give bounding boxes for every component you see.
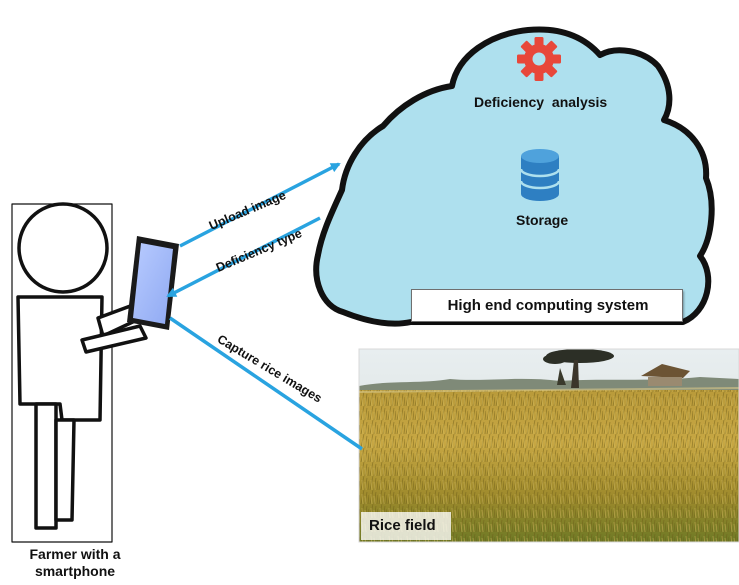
arrow-capture	[169, 316, 363, 451]
deficiency-analysis-label: Deficiency analysis	[474, 94, 608, 110]
arrow-deficiency-type	[166, 216, 321, 298]
farmer-label: Farmer with a smartphone	[29, 546, 121, 579]
rice-field-caption-box: Rice field	[361, 512, 451, 540]
arrow-upload	[179, 162, 341, 248]
computing-system-box: High end computing system	[411, 289, 683, 322]
cloud-shape	[313, 26, 715, 327]
computing-system-label: High end computing system	[447, 297, 649, 314]
gear-icon	[517, 37, 561, 81]
rice-field-label: Rice field	[369, 517, 436, 534]
farmer-figure	[11, 202, 160, 543]
database-icon	[519, 149, 561, 201]
storage-label: Storage	[516, 212, 569, 228]
smartphone-icon	[127, 236, 179, 330]
rice-field-image	[359, 349, 739, 542]
